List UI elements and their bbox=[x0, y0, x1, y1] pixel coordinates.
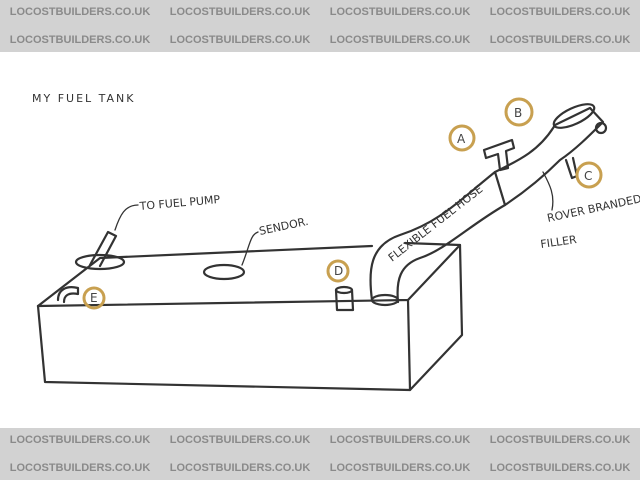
marker-d: D bbox=[334, 264, 343, 278]
filler-cap bbox=[552, 103, 596, 129]
watermark-text: LOCOSTBUILDERS.CO.UK bbox=[169, 34, 311, 46]
watermark-row: LOCOSTBUILDERS.CO.UK LOCOSTBUILDERS.CO.UK… bbox=[0, 6, 640, 19]
watermark-text: LOCOSTBUILDERS.CO.UK bbox=[489, 434, 631, 446]
watermark-text: LOCOSTBUILDERS.CO.UK bbox=[169, 434, 311, 446]
marker-c: C bbox=[584, 169, 592, 183]
watermark-text: LOCOSTBUILDERS.CO.UK bbox=[329, 34, 471, 46]
filler-cap-lock bbox=[594, 121, 608, 135]
sender-plate bbox=[202, 263, 246, 281]
marker-e: E bbox=[90, 291, 98, 305]
label-sender: SENDOR. bbox=[258, 215, 310, 238]
watermark-text: LOCOSTBUILDERS.CO.UK bbox=[489, 6, 631, 18]
marker-b: B bbox=[514, 106, 522, 120]
tank-top-face bbox=[36, 241, 462, 308]
watermark-banner-bottom: LOCOSTBUILDERS.CO.UK LOCOSTBUILDERS.CO.UK… bbox=[0, 428, 640, 480]
watermark-row: LOCOSTBUILDERS.CO.UK LOCOSTBUILDERS.CO.UK… bbox=[0, 462, 640, 475]
marker-ring-a bbox=[448, 124, 476, 152]
leader-lines bbox=[114, 171, 554, 266]
tank-side-face bbox=[408, 243, 464, 392]
marker-a: A bbox=[457, 132, 466, 146]
filler-vent-c bbox=[564, 156, 579, 180]
marker-ring-c bbox=[575, 161, 603, 189]
watermark-text: LOCOSTBUILDERS.CO.UK bbox=[329, 462, 471, 474]
flexible-fuel-hose bbox=[369, 170, 507, 304]
label-filler-1: ROVER BRANDED bbox=[546, 192, 640, 225]
fitting-d bbox=[334, 288, 355, 312]
watermark-text: LOCOSTBUILDERS.CO.UK bbox=[9, 6, 151, 18]
title: MY FUEL TANK bbox=[32, 92, 136, 105]
watermark-text: LOCOSTBUILDERS.CO.UK bbox=[169, 6, 311, 18]
watermark-text: LOCOSTBUILDERS.CO.UK bbox=[329, 434, 471, 446]
tank-front-face bbox=[36, 298, 412, 392]
label-filler-2: FILLER bbox=[540, 233, 578, 251]
watermark-row: LOCOSTBUILDERS.CO.UK LOCOSTBUILDERS.CO.UK… bbox=[0, 434, 640, 447]
watermark-banner-top: LOCOSTBUILDERS.CO.UK LOCOSTBUILDERS.CO.UK… bbox=[0, 0, 640, 52]
filler-vent-a bbox=[482, 138, 516, 172]
fitting-e bbox=[56, 286, 80, 304]
watermark-text: LOCOSTBUILDERS.CO.UK bbox=[169, 462, 311, 474]
filler-pipe bbox=[493, 106, 605, 207]
watermark-text: LOCOSTBUILDERS.CO.UK bbox=[329, 6, 471, 18]
fuel-pump-outlet bbox=[74, 253, 126, 271]
marker-ring-e bbox=[82, 286, 106, 310]
hose-tank-connection bbox=[370, 293, 400, 307]
watermark-text: LOCOSTBUILDERS.CO.UK bbox=[9, 34, 151, 46]
label-fuel-pump: TO FUEL PUMP bbox=[138, 193, 221, 213]
watermark-row: LOCOSTBUILDERS.CO.UK LOCOSTBUILDERS.CO.UK… bbox=[0, 34, 640, 47]
watermark-text: LOCOSTBUILDERS.CO.UK bbox=[9, 462, 151, 474]
watermark-text: LOCOSTBUILDERS.CO.UK bbox=[9, 434, 151, 446]
marker-rings bbox=[82, 97, 603, 310]
fitting-d-top bbox=[334, 285, 354, 295]
marker-ring-d bbox=[326, 259, 350, 283]
marker-ring-b bbox=[504, 97, 534, 127]
fuel-pump-pipe bbox=[88, 230, 118, 268]
watermark-text: LOCOSTBUILDERS.CO.UK bbox=[489, 34, 631, 46]
watermark-text: LOCOSTBUILDERS.CO.UK bbox=[489, 462, 631, 474]
